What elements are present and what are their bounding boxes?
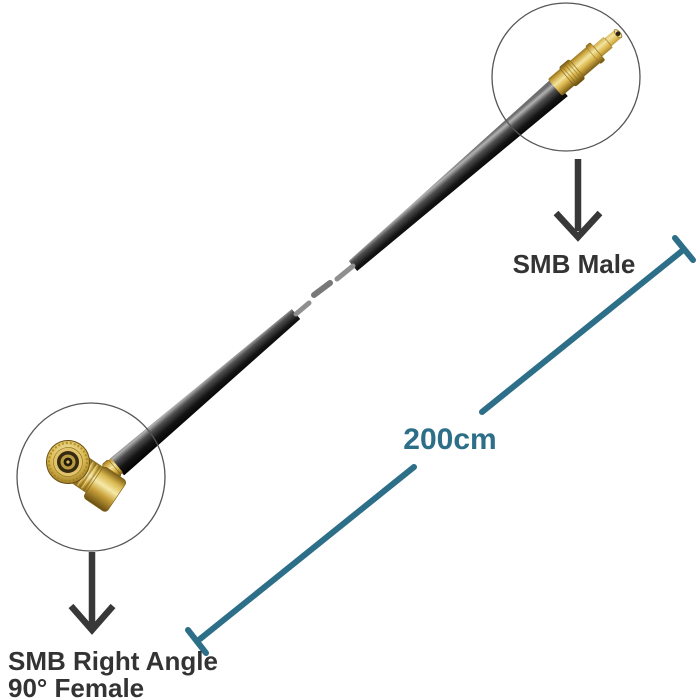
dimension-tick-start: [185, 627, 209, 656]
female-connector-label-line2: 90° Female: [8, 673, 144, 700]
knurl-texture: [561, 61, 583, 85]
male-connector-label: SMB Male: [513, 249, 636, 279]
dimension-tick-end: [672, 235, 696, 263]
dimension-line: [185, 235, 696, 656]
smb-male-connector: [548, 29, 623, 96]
male-crimp-ferrule: [548, 68, 575, 96]
female-elbow-body: [84, 467, 126, 512]
female-connector-label-line1: SMB Right Angle: [8, 646, 218, 676]
dimension-line-lower: [197, 464, 417, 642]
cable-break-indicator: [293, 263, 356, 317]
smb-right-angle-female-connector: [46, 440, 126, 512]
female-center-contact: [66, 460, 70, 464]
coax-cable-lower-segment: [109, 309, 301, 476]
cable-break-dash: [293, 300, 312, 317]
zoom-circle-male: [491, 2, 641, 152]
male-tip-hole: [615, 31, 621, 36]
cable-break-dash: [334, 263, 356, 282]
arrow-down-icon-female: [68, 552, 116, 635]
dimension-line-upper: [479, 248, 685, 415]
zoom-circle-female: [16, 402, 166, 552]
length-label: 200cm: [403, 423, 496, 456]
cable-break-dash: [311, 280, 333, 298]
arrow-down-icon-male: [553, 159, 603, 242]
female-face: [46, 440, 90, 484]
coax-cable-upper-segment: [348, 77, 568, 272]
